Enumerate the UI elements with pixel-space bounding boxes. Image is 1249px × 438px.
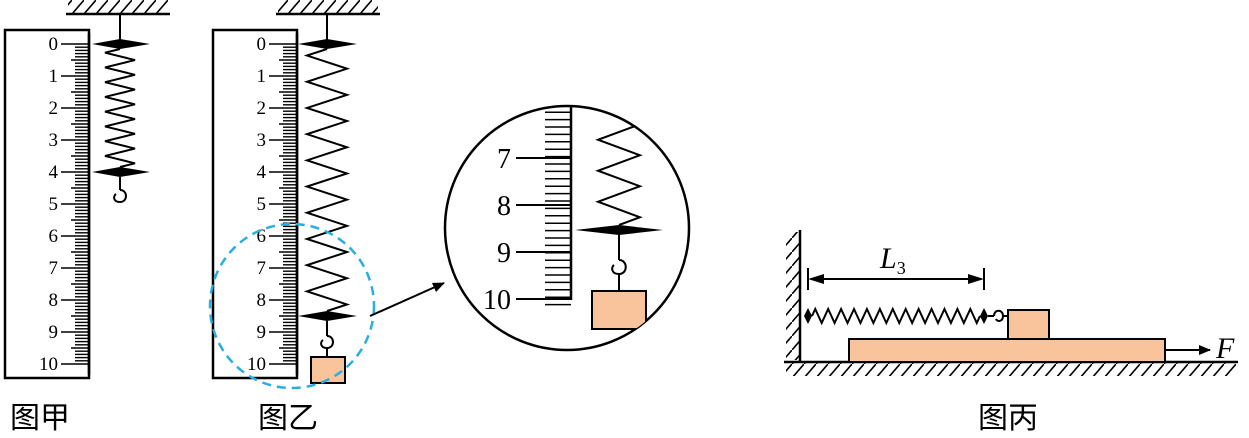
spring-top-pointer-jia — [92, 39, 150, 49]
zoom-spring-pointer — [575, 225, 663, 235]
zoom-spring-coil — [595, 106, 643, 226]
hook-icon — [320, 335, 334, 350]
magnify-arrow — [369, 282, 445, 317]
long-board — [848, 338, 1166, 363]
zoom-view: 7 8 9 10 — [443, 104, 691, 352]
jia-ruler-label: 0 — [49, 34, 59, 55]
yi-ruler-label: 3 — [257, 130, 267, 151]
hook-icon — [993, 309, 1005, 322]
ceiling-hatch-jia — [68, 0, 168, 14]
yi-ruler-label: 5 — [257, 194, 267, 215]
yi-ruler-label: 8 — [257, 290, 267, 311]
yi-ruler-label: 9 — [257, 322, 267, 343]
dimension-arrow-left — [808, 274, 824, 284]
zoom-ruler-label: 9 — [497, 238, 511, 269]
zoom-circle — [443, 104, 691, 352]
spring-bottom-pointer-yi — [298, 311, 357, 321]
spring-top-pointer-yi — [298, 39, 357, 49]
jia-ruler-label: 8 — [49, 290, 59, 311]
jia-ruler-label: 5 — [49, 194, 59, 215]
zoom-weight — [591, 290, 647, 330]
jia-ruler-label: 4 — [49, 162, 59, 183]
spring-yi — [298, 14, 357, 384]
ceiling-hatch-yi — [278, 0, 378, 14]
yi-ruler-label: 0 — [257, 34, 267, 55]
caption-yi: 图乙 — [258, 402, 318, 435]
figure-yi: 0 1 2 3 4 5 6 7 8 9 10 图乙 — [208, 0, 445, 435]
spring-left-pointer — [804, 308, 812, 324]
jia-ruler-label: 1 — [49, 66, 59, 87]
spring-jia — [92, 14, 150, 204]
ruler-scale-jia: 0 1 2 3 4 5 6 7 8 9 10 — [39, 34, 91, 375]
dimension-arrow-right — [968, 274, 984, 284]
caption-jia: 图甲 — [10, 402, 70, 435]
ruler-scale-yi: 0 1 2 3 4 5 6 7 8 9 10 — [247, 34, 299, 375]
yi-ruler-label: 1 — [257, 66, 267, 87]
yi-ruler-label: 7 — [257, 258, 267, 279]
jia-ruler-label: 9 — [49, 322, 59, 343]
yi-ruler-label: 10 — [247, 354, 266, 375]
force-label: F — [1215, 332, 1235, 365]
jia-ruler-label: 3 — [49, 130, 59, 151]
spring-coil-jia — [104, 48, 136, 168]
yi-ruler-label: 4 — [257, 162, 267, 183]
caption-bing: 图丙 — [978, 402, 1038, 435]
zoom-ruler-scale — [516, 111, 571, 306]
wall-hatch — [786, 232, 800, 360]
jia-ruler-label: 6 — [49, 226, 59, 247]
zoom-ruler-label: 10 — [483, 285, 511, 316]
spring-right-pointer — [980, 308, 988, 324]
length-label: L3 — [879, 242, 906, 278]
spring-coil-yi — [303, 48, 351, 312]
horizontal-spring — [811, 306, 981, 326]
hook-icon — [113, 189, 127, 204]
small-block — [1007, 309, 1050, 340]
magnify-dashed-circle — [208, 222, 376, 390]
spring-bottom-pointer-jia — [92, 167, 150, 177]
figure-jia: 0 1 2 3 4 5 6 7 8 9 10 图甲 — [3, 0, 170, 435]
zoom-ruler-label: 7 — [497, 144, 511, 175]
figure-bing: L3 F 图丙 — [784, 230, 1238, 435]
jia-ruler-label: 2 — [49, 98, 59, 119]
yi-ruler-label: 2 — [257, 98, 267, 119]
floor-hatch — [786, 362, 1236, 376]
zoom-ruler-label: 8 — [497, 191, 511, 222]
jia-ruler-label: 10 — [39, 354, 58, 375]
yi-ruler-label: 6 — [257, 226, 267, 247]
jia-ruler-label: 7 — [49, 258, 59, 279]
